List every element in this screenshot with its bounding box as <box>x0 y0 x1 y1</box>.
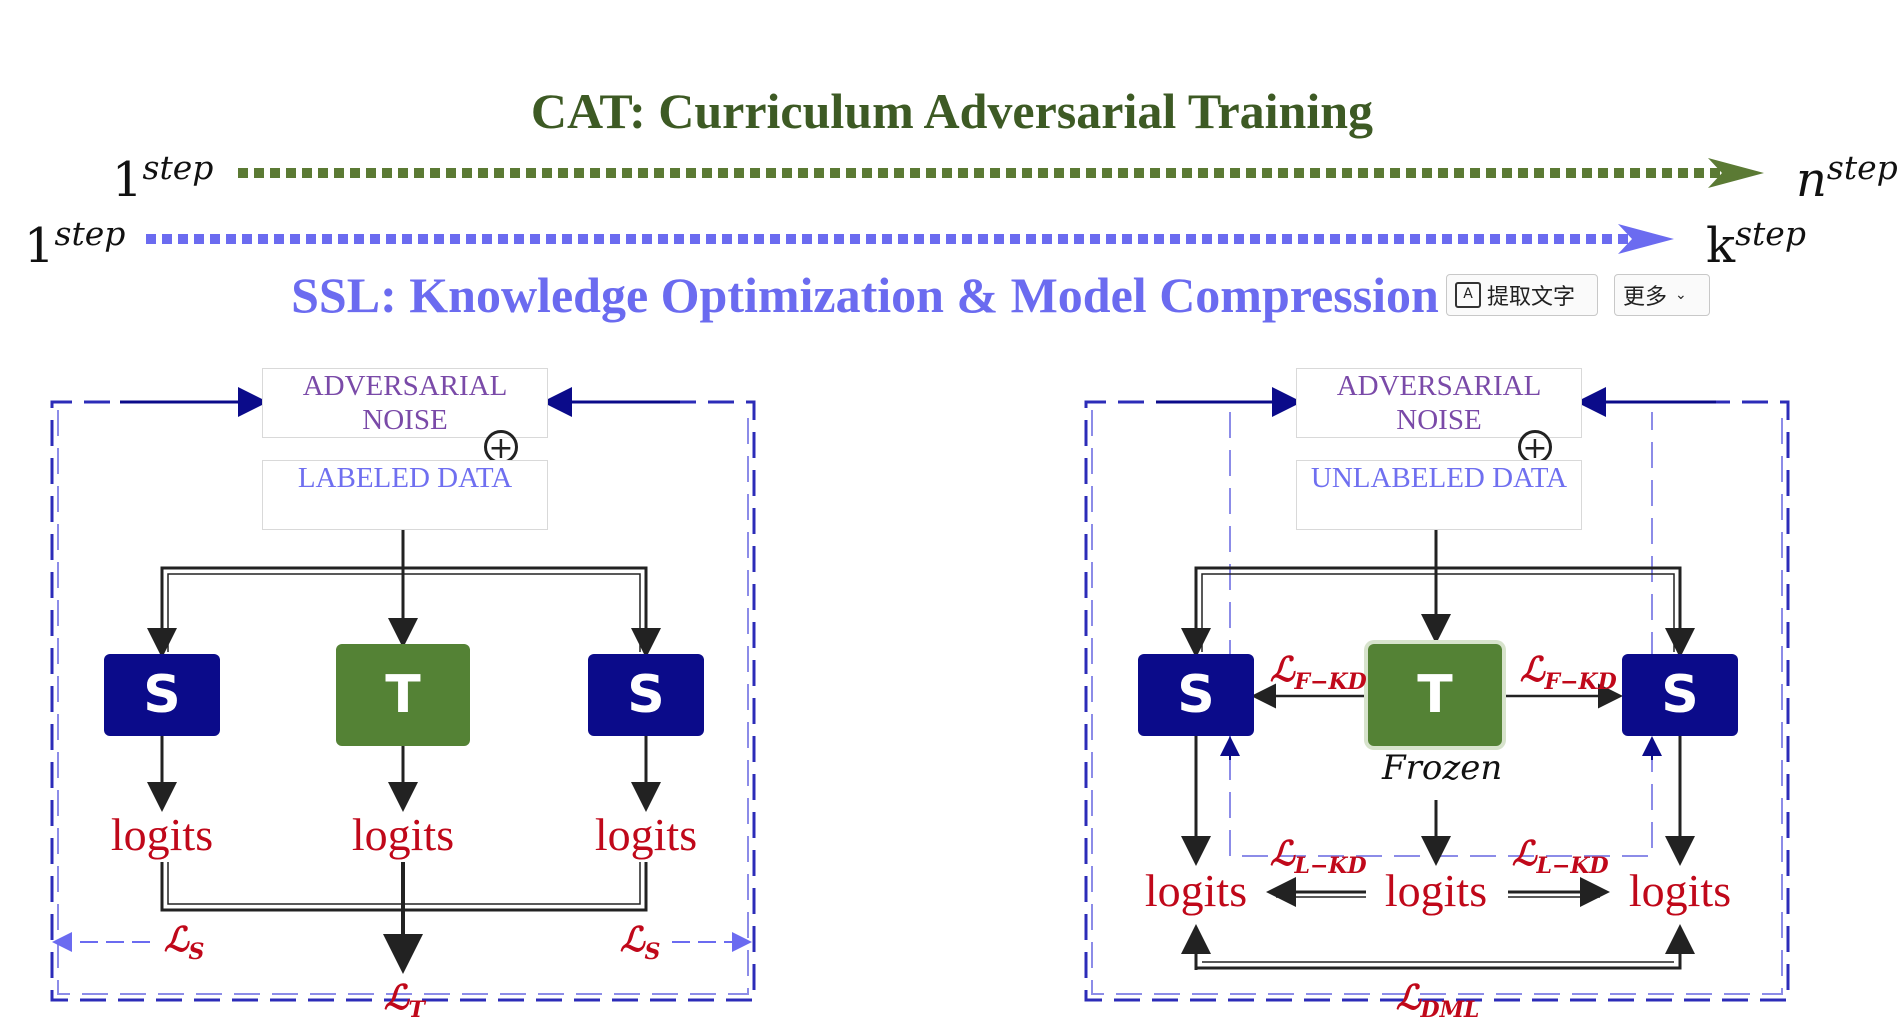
right-student-left: S <box>1138 654 1254 736</box>
extract-text-button[interactable]: A 提取文字 <box>1446 274 1598 316</box>
left-student-right: S <box>588 654 704 736</box>
left-noise-box: ADVERSARIAL NOISE <box>262 368 548 438</box>
right-logits-right: logits <box>1628 865 1732 916</box>
right-loss-fkd-right: ℒF−KD <box>1520 650 1617 695</box>
ssl-timeline-arrow <box>146 224 1674 254</box>
cat-title: CAT: Curriculum Adversarial Training <box>530 83 1374 139</box>
left-logits-left: logits <box>110 809 214 860</box>
ssl-end-label: kstep <box>1706 214 1806 274</box>
ssl-start-label: 1step <box>24 214 126 274</box>
right-noise-box: ADVERSARIAL NOISE <box>1296 368 1582 438</box>
frozen-label: Frozen <box>1382 748 1503 788</box>
right-loss-fkd-left: ℒF−KD <box>1270 650 1367 695</box>
left-data-connectors <box>147 528 661 658</box>
cat-end-label: nstep <box>1796 148 1898 208</box>
left-node-to-logits <box>147 736 661 812</box>
left-logits-right: logits <box>594 809 698 860</box>
right-loss-lkd-left: ℒL−KD <box>1270 834 1367 879</box>
chevron-down-icon: ⌄ <box>1675 287 1687 303</box>
left-loss-t: ℒT <box>384 978 425 1023</box>
right-loss-lkd-right: ℒL−KD <box>1512 834 1609 879</box>
ssl-title: SSL: Knowledge Optimization & Model Comp… <box>291 267 1439 323</box>
text-extract-icon: A <box>1455 282 1481 308</box>
right-node-to-logits <box>1181 736 1695 866</box>
left-loss-s-right: ℒS <box>620 920 661 965</box>
right-data-box: UNLABELED DATA <box>1296 460 1582 530</box>
left-logits-center: logits <box>351 809 455 860</box>
right-teacher: T <box>1368 644 1502 746</box>
right-lkd-arrows <box>1266 877 1610 907</box>
right-student-right: S <box>1622 654 1738 736</box>
left-student-left: S <box>104 654 220 736</box>
right-logits-center: logits <box>1384 865 1488 916</box>
right-dml-bracket <box>1196 930 1695 970</box>
extract-text-label: 提取文字 <box>1487 285 1576 310</box>
right-feedback-arrows <box>1220 736 1662 760</box>
left-data-box: LABELED DATA <box>262 460 548 530</box>
cat-timeline-arrow <box>238 158 1764 188</box>
plus-circle-icon: + <box>484 430 518 465</box>
right-logits-left: logits <box>1144 865 1248 916</box>
left-loss-s-left: ℒS <box>164 920 205 965</box>
left-logits-merge <box>160 862 648 974</box>
more-button[interactable]: 更多 ⌄ <box>1614 274 1710 316</box>
right-data-connectors <box>1181 528 1695 658</box>
right-loss-dml: ℒDML <box>1396 978 1480 1023</box>
left-dashed-frame <box>50 400 756 1002</box>
cat-start-label: 1step <box>112 148 214 208</box>
more-label: 更多 <box>1623 285 1668 310</box>
left-teacher: T <box>336 644 470 746</box>
plus-circle-icon: + <box>1518 430 1552 465</box>
